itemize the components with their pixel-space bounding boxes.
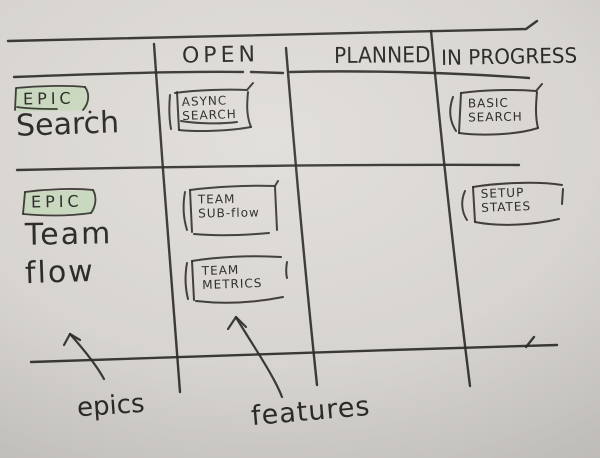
header-underline-dash (249, 70, 285, 75)
card-async-search: ASYNC SEARCH (182, 93, 238, 123)
column-header-open: OPEN (181, 42, 260, 69)
card-title-line: SEARCH (468, 109, 523, 125)
card-outline-basic-search (449, 83, 543, 136)
card-title-line: SUB-flow (198, 205, 260, 221)
card-setup-states: SETUP STATES (481, 185, 532, 215)
header-underline-left (12, 70, 245, 79)
epic-name-flow: flow (24, 253, 96, 292)
features-arrow (226, 315, 284, 399)
epic-tag-teamflow: EPIC (30, 191, 83, 212)
epic-tag-search: EPIC (22, 88, 75, 109)
card-outline-team-metrics (184, 255, 288, 304)
card-title-line: BASIC (467, 95, 509, 111)
epic-highlight-teamflow (22, 190, 96, 215)
card-outline-team-subflow (182, 180, 279, 237)
column-divider-1 (152, 42, 182, 394)
card-team-subflow: TEAM SUB-flow (197, 191, 260, 221)
column-divider-3 (429, 29, 472, 388)
bottom-border-tick (524, 335, 536, 349)
epic-name-team: Team (24, 216, 113, 253)
row-divider (15, 163, 521, 172)
card-outline-setup-states (461, 181, 564, 226)
epics-arrow (62, 332, 106, 381)
column-divider-2 (284, 46, 319, 387)
epic-highlight-search (14, 86, 89, 112)
card-title-line: TEAM (197, 191, 236, 207)
table-top-border (6, 19, 539, 43)
epic-tag-outline-teamflow (22, 188, 97, 217)
header-underline-right (288, 70, 531, 80)
card-title-line: STATES (481, 199, 532, 215)
card-team-metrics: TEAM METRICS (202, 262, 263, 292)
table-bottom-border (29, 343, 559, 364)
card-basic-search: BASIC SEARCH (468, 96, 523, 125)
card-title-line: SEARCH (182, 107, 238, 123)
epic-tag-outline-search (14, 85, 92, 114)
column-header-planned: PLANNED (333, 43, 431, 69)
card-title-line: METRICS (202, 275, 263, 293)
column-header-in-progress: IN PROGRESS (440, 43, 578, 70)
epic-name-search: Search (15, 105, 120, 144)
annotation-epics: epics (76, 388, 146, 424)
card-outline-async-search (168, 82, 254, 132)
